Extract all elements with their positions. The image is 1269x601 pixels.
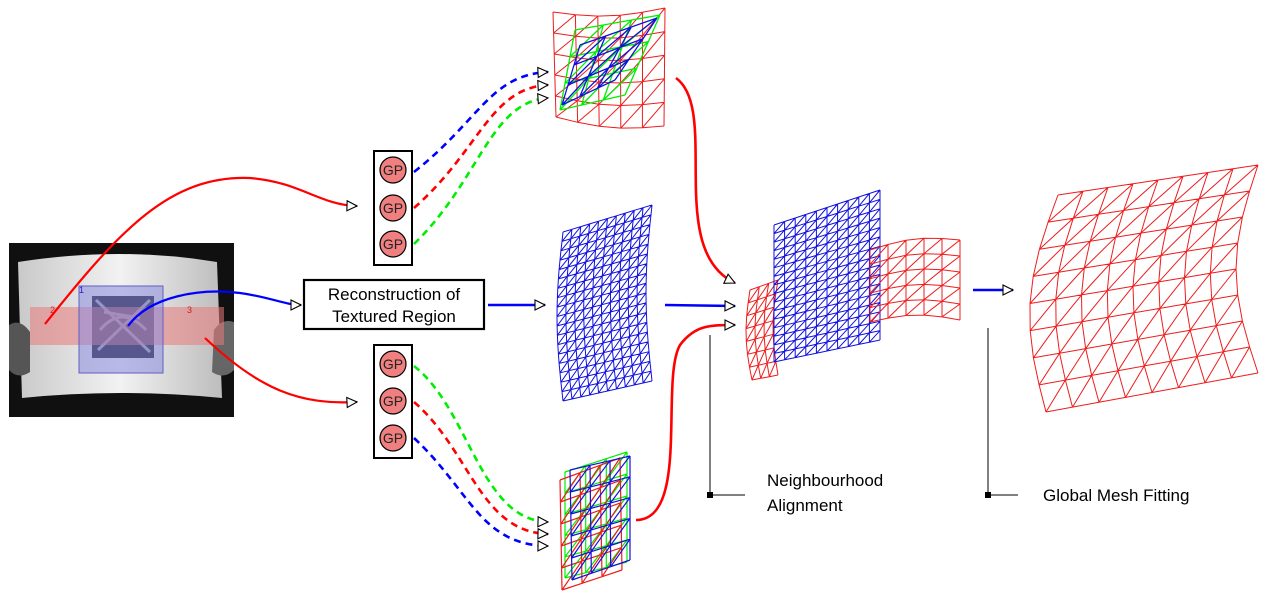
- gp-node: GP: [379, 350, 407, 378]
- aligned-right-red-lines: [869, 237, 961, 323]
- global-mesh-fitting-callout: Global Mesh Fitting: [985, 328, 1189, 505]
- gp-circle: [379, 424, 407, 452]
- region-number-center: 1: [79, 285, 84, 295]
- left-hand: [9, 322, 30, 376]
- red-curve-bottom-to-alignment: [635, 325, 735, 522]
- neighbourhood-alignment-callout: Neighbourhood Alignment: [707, 335, 883, 515]
- gp-circle: [379, 230, 407, 258]
- aligned-meshes: [745, 189, 961, 381]
- reconstruction-box: Reconstruction of Textured Region: [302, 278, 486, 331]
- reconstruction-frame: [302, 278, 486, 331]
- gp-node: GP: [379, 424, 407, 452]
- callout-marker: [707, 492, 713, 498]
- red-dashed-top: [413, 85, 548, 209]
- gp-label: GP: [383, 356, 403, 372]
- bottom-mesh-blue-lines: [569, 455, 631, 581]
- aligned-center-blue: [773, 189, 881, 363]
- gp-label: GP: [383, 430, 403, 446]
- top-overlay-blue: [561, 17, 658, 106]
- gp-label: GP: [383, 236, 403, 252]
- center-blue-mesh: [556, 204, 653, 402]
- gp-circle: [379, 387, 407, 415]
- bottom-mesh-blue: [569, 455, 631, 581]
- gp-node: GP: [379, 194, 407, 222]
- neighbourhood-label-line1: Neighbourhood: [767, 471, 883, 490]
- gp-label: GP: [383, 393, 403, 409]
- aligned-left-red-lines: [745, 279, 779, 381]
- aligned-right-red: [869, 237, 961, 323]
- global-mesh-lines: [1029, 164, 1259, 413]
- bottom-gp-stack: GP GP GP: [373, 344, 413, 459]
- green-dashed-bottom: [413, 364, 548, 522]
- reconstruction-line2: Textured Region: [332, 307, 456, 326]
- top-mesh-overlay: [559, 14, 661, 111]
- top-overlay-blue-lines: [561, 17, 658, 106]
- global-mesh-fitting-label: Global Mesh Fitting: [1043, 486, 1189, 505]
- top-gp-stack: GP GP GP: [373, 150, 413, 266]
- center-region-overlay: [78, 285, 164, 374]
- gp-label: GP: [383, 162, 403, 178]
- red-curve-to-top-gp: [44, 176, 357, 325]
- reconstruction-line1: Reconstruction of: [328, 285, 461, 304]
- region-number-right: 3: [187, 305, 192, 315]
- red-curve-to-bottom-gp: [204, 337, 357, 402]
- red-curve-top-to-alignment: [675, 76, 735, 285]
- gp-label: GP: [383, 200, 403, 216]
- green-dashed-top: [413, 98, 548, 245]
- aligned-left-red: [745, 279, 779, 381]
- gp-circle: [379, 156, 407, 184]
- blue-dashed-bottom: [413, 437, 548, 546]
- center-mesh: [556, 204, 653, 402]
- neighbourhood-label-line2: Alignment: [767, 496, 843, 515]
- red-dashed-bottom: [413, 401, 548, 534]
- blue-curve-to-reconstruction: [127, 290, 301, 327]
- input-photo: 2 1 3: [9, 243, 234, 417]
- bottom-mesh-stack: [559, 451, 631, 591]
- global-red-mesh: [1029, 164, 1259, 413]
- blue-arrow-to-alignment: [664, 305, 735, 306]
- region-number-left: 2: [50, 305, 55, 315]
- gp-node: GP: [379, 230, 407, 258]
- blue-dashed-top: [413, 72, 548, 174]
- aligned-center-blue-lines: [773, 189, 881, 363]
- gp-node: GP: [379, 387, 407, 415]
- gp-node: GP: [379, 156, 407, 184]
- callout-marker: [985, 492, 991, 498]
- center-mesh-lines: [556, 204, 653, 402]
- global-mesh: [1029, 164, 1259, 413]
- gp-circle: [379, 194, 407, 222]
- gp-circle: [379, 350, 407, 378]
